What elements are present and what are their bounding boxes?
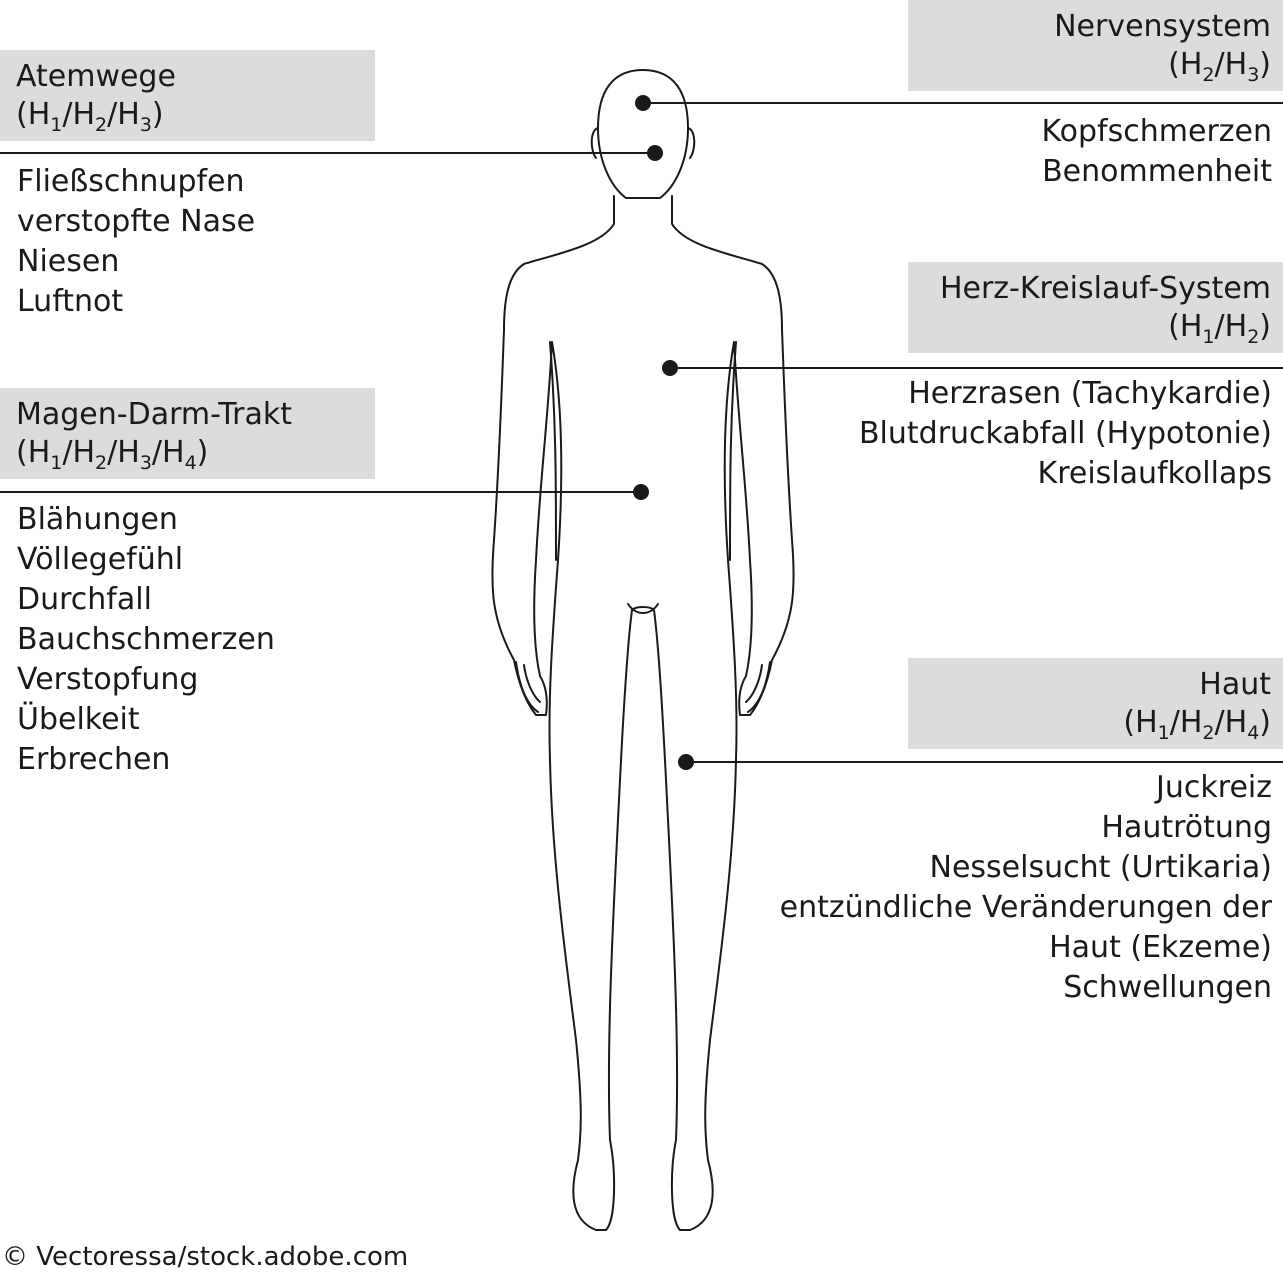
receptor-subscript: 2 [1202, 64, 1215, 86]
atemwege-receptors: (H1/H2/H3) [16, 97, 164, 136]
magen-label-box: Magen-Darm-Trakt (H1/H2/H3/H4) [0, 388, 375, 479]
nerven-title: Nervensystem [1054, 9, 1271, 44]
herz-title: Herz-Kreislauf-System [939, 271, 1271, 306]
nerven-marker-dot [635, 95, 651, 111]
symptom-item: Schwellungen [1063, 970, 1272, 1005]
symptom-item: Durchfall [17, 582, 152, 617]
symptom-item: verstopfte Nase [17, 204, 256, 239]
receptor-subscript: 3 [1247, 64, 1260, 86]
symptom-item: Erbrechen [17, 742, 171, 777]
receptor-subscript: 4 [1247, 722, 1260, 744]
herz-symptom-list: Herzrasen (Tachykardie) Blutdruckabfall (… [859, 374, 1272, 494]
right-ear-outline [687, 127, 696, 159]
receptor-subscript: 1 [50, 114, 63, 136]
symptom-item: Niesen [17, 244, 120, 279]
nerven-label-box: Nervensystem (H2/H3) [908, 0, 1283, 91]
atemwege-marker-dot [647, 145, 663, 161]
magen-title: Magen-Darm-Trakt [16, 397, 292, 432]
atemwege-label-box: Atemwege (H1/H2/H3) [0, 50, 375, 141]
haut-title: Haut [1199, 667, 1271, 702]
inner-torso-line-right [729, 341, 737, 561]
symptom-item: Fließschnupfen [17, 164, 245, 199]
magen-receptors: (H1/H2/H3/H4) [16, 435, 209, 474]
head-outline [597, 69, 689, 199]
receptor-subscript: 3 [139, 452, 152, 474]
symptom-item: Kopfschmerzen [1041, 114, 1272, 149]
right-hand-outline [745, 661, 771, 713]
herz-marker-dot [662, 360, 678, 376]
symptom-item: Juckreiz [1156, 770, 1272, 805]
symptom-item: Verstopfung [17, 662, 199, 697]
receptor-subscript: 2 [1247, 326, 1260, 348]
symptom-item: Benommenheit [1042, 154, 1272, 189]
symptom-item: Nesselsucht (Urtikaria) [929, 850, 1272, 885]
atemwege-title: Atemwege [16, 59, 176, 94]
symptom-item: Herzrasen (Tachykardie) [908, 376, 1272, 411]
receptor-subscript: 4 [184, 452, 197, 474]
receptor-subscript: 2 [95, 452, 108, 474]
symptom-item: Übelkeit [17, 702, 140, 737]
symptom-item: Kreislaufkollaps [1037, 456, 1272, 491]
receptor-subscript: 1 [50, 452, 63, 474]
receptor-subscript: 1 [1202, 326, 1215, 348]
symptom-item: Blutdruckabfall (Hypotonie) [858, 416, 1272, 451]
receptor-subscript: 3 [139, 114, 152, 136]
herz-receptors: (H1/H2) [1168, 309, 1271, 348]
nerven-receptors: (H2/H3) [1168, 47, 1271, 86]
receptor-subscript: 1 [1157, 722, 1170, 744]
symptom-item: Völlegefühl [17, 542, 184, 577]
symptom-item: Bauchschmerzen [17, 622, 275, 657]
herz-label-box: Herz-Kreislauf-System (H1/H2) [908, 262, 1283, 353]
magen-marker-dot [633, 484, 649, 500]
haut-receptors: (H1/H2/H4) [1123, 705, 1271, 744]
haut-marker-dot [678, 754, 694, 770]
symptom-item: Luftnot [17, 284, 124, 319]
symptom-item: Haut (Ekzeme) [1049, 930, 1272, 965]
symptom-item: Blähungen [17, 502, 178, 537]
haut-label-box: Haut (H1/H2/H4) [908, 658, 1283, 749]
inner-torso-line-left [549, 341, 557, 561]
symptom-item: Hautrötung [1101, 810, 1272, 845]
left-hand-outline [515, 661, 541, 713]
body-outline [491, 195, 795, 1231]
symptom-item: entzündliche Veränderungen der [779, 890, 1272, 925]
crotch-outline [627, 603, 659, 614]
image-credit: © Vectoressa/stock.adobe.com [2, 1242, 409, 1272]
left-ear-outline [590, 127, 599, 159]
receptor-subscript: 2 [95, 114, 108, 136]
receptor-subscript: 2 [1202, 722, 1215, 744]
